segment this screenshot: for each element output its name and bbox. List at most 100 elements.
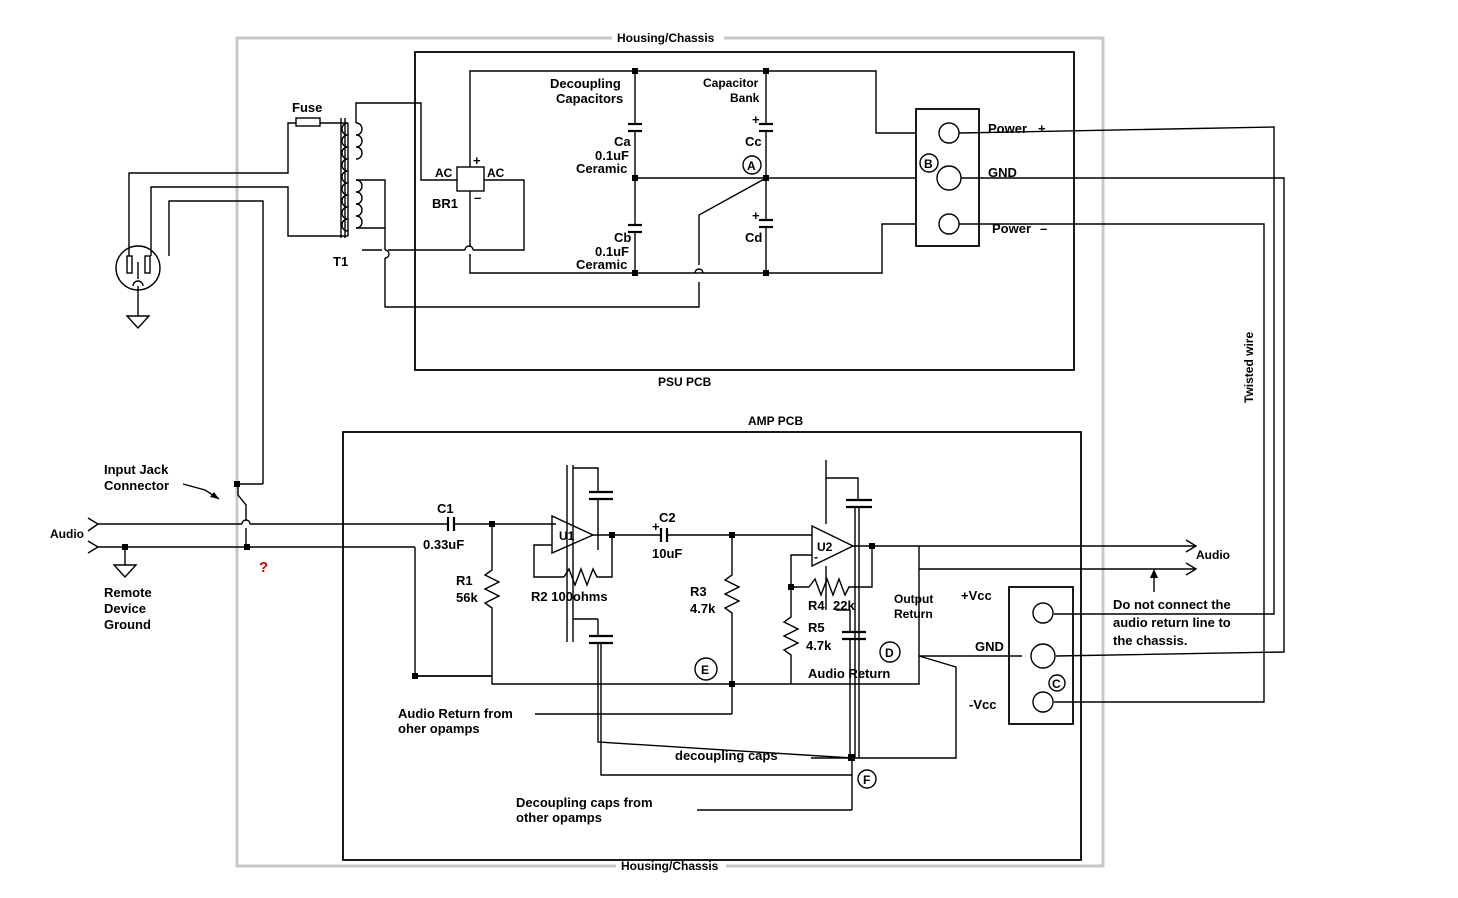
- r3-name: R3: [690, 584, 707, 599]
- ca-value: 0.1uF: [595, 148, 629, 163]
- twisted-wires: Twisted wire: [958, 126, 1285, 703]
- audio-return-other-1: Audio Return from: [398, 706, 513, 721]
- input-jack-connector: Input Jack Connector Audio Remote Device…: [50, 462, 448, 632]
- cb-type: Ceramic: [576, 257, 627, 272]
- remote-ground-label-1: Remote: [104, 585, 152, 600]
- c2-name: C2: [659, 510, 676, 525]
- audio-output: Audio Do not connect the audio return li…: [919, 539, 1231, 648]
- node-d-label: D: [885, 646, 894, 660]
- transformer-label: T1: [333, 254, 348, 269]
- audio-return-bus: D F Audio Return Output Return Audio Ret…: [398, 546, 1022, 825]
- u2-minus: -: [814, 550, 818, 564]
- psu-pcb-label: PSU PCB: [658, 375, 712, 389]
- terminal-amp-gnd: [1030, 643, 1056, 669]
- output-return-label-2: Return: [894, 607, 933, 621]
- r5-label: R5: [808, 620, 825, 635]
- opamp-u1: U1 R2 100ohms: [531, 465, 853, 776]
- r1-value: 56k: [456, 590, 478, 605]
- fuse: Fuse: [292, 100, 348, 127]
- node-b-label: B: [924, 157, 933, 171]
- terminal-vcc-minus: [1032, 691, 1054, 713]
- node-f-label: F: [863, 773, 870, 787]
- r4-value: 22k: [833, 598, 855, 613]
- power-plus-label: Power: [988, 121, 1027, 136]
- bank-title-1: Capacitor: [703, 76, 759, 90]
- amp-terminal-block: C +Vcc GND -Vcc: [961, 586, 1074, 725]
- terminal-vcc-plus: [1032, 602, 1054, 624]
- r4-label: R4: [808, 598, 825, 613]
- br1-label: BR1: [432, 196, 458, 211]
- remote-ground-icon: [112, 564, 138, 579]
- opamp-u2: U2 - R4 22k R5 4.7k: [782, 460, 1196, 758]
- br1-minus: –: [474, 190, 481, 205]
- ca-type: Ceramic: [576, 161, 627, 176]
- terminal-power-plus: [938, 122, 960, 144]
- audio-return-label: Audio Return: [808, 666, 890, 681]
- decoupling-title-1: Decoupling: [550, 76, 621, 91]
- cd-name: Cd: [745, 230, 762, 245]
- amp-pcb-label: AMP PCB: [748, 414, 803, 428]
- input-stage: C1 0.33uF R1 56k: [412, 501, 556, 679]
- node-c-label: C: [1052, 677, 1061, 691]
- c1-name: C1: [437, 501, 454, 516]
- terminal-gnd: [936, 165, 962, 191]
- power-minus-label: Power: [992, 221, 1031, 236]
- r3-value: 4.7k: [690, 601, 716, 616]
- cb-name: Cb: [614, 230, 631, 245]
- earth-ground-icon: [125, 315, 151, 330]
- bridge-rectifier-br1: AC AC + – BR1: [432, 70, 916, 274]
- terminal-power-minus: [938, 213, 960, 235]
- interstage: + C2 10uF R3 4.7k E: [652, 510, 812, 684]
- chassis-outline: Housing/Chassis Housing/Chassis: [235, 31, 1105, 873]
- input-jack-label-2: Connector: [104, 478, 169, 493]
- c1-value: 0.33uF: [423, 537, 464, 552]
- fuse-label: Fuse: [292, 100, 322, 115]
- br1-ac-right: AC: [487, 166, 505, 180]
- twisted-wire-label: Twisted wire: [1242, 332, 1256, 403]
- decoupling-title-2: Capacitors: [556, 91, 623, 106]
- audio-in-label: Audio: [50, 527, 84, 541]
- output-return-label-1: Output: [894, 592, 933, 606]
- psu-pcb: PSU PCB: [414, 51, 1075, 389]
- node-a-label: A: [747, 159, 756, 173]
- node-e-label: E: [701, 663, 709, 677]
- decoupling-other-2: other opamps: [516, 810, 602, 825]
- bank-title-2: Bank: [730, 91, 760, 105]
- amp-pcb: AMP PCB: [342, 414, 1082, 861]
- remote-ground-label-2: Device: [104, 601, 146, 616]
- decoupling-caps-label: decoupling caps: [675, 748, 778, 763]
- power-plus-sign: +: [1038, 121, 1046, 136]
- question-mark: ?: [259, 559, 268, 576]
- ca-name: Ca: [614, 134, 631, 149]
- c2-plus: +: [652, 519, 660, 534]
- br1-ac-left: AC: [435, 166, 453, 180]
- gnd-label: GND: [988, 165, 1017, 180]
- r5-value: 4.7k: [806, 638, 832, 653]
- cb-value: 0.1uF: [595, 244, 629, 259]
- chassis-label-bottom: Housing/Chassis: [621, 859, 719, 873]
- cc-name: Cc: [745, 134, 762, 149]
- u2-label: U2: [817, 540, 833, 554]
- r2-label: R2 100ohms: [531, 589, 608, 604]
- decoupling-other-1: Decoupling caps from: [516, 795, 653, 810]
- r1-name: R1: [456, 573, 473, 588]
- cd-plus: +: [752, 208, 760, 223]
- decoupling-capacitors: Decoupling Capacitors Ca 0.1uF Ceramic C…: [550, 71, 642, 273]
- mains-outlet: [115, 122, 348, 484]
- transformer-t1: T1: [333, 102, 700, 308]
- note-line-3: the chassis.: [1113, 633, 1187, 648]
- chassis-label-top: Housing/Chassis: [617, 31, 715, 45]
- power-minus-sign: –: [1040, 221, 1047, 236]
- cc-plus: +: [752, 112, 760, 127]
- input-jack-label-1: Input Jack: [104, 462, 169, 477]
- amp-gnd-label: GND: [975, 639, 1004, 654]
- vcc-plus-label: +Vcc: [961, 588, 992, 603]
- audio-return-other-2: oher opamps: [398, 721, 480, 736]
- audio-out-label: Audio: [1196, 548, 1230, 562]
- note-line-2: audio return line to: [1113, 615, 1231, 630]
- capacitor-bank: Capacitor Bank + + Cc Cd A: [635, 71, 916, 273]
- c2-value: 10uF: [652, 546, 682, 561]
- br1-plus: +: [473, 153, 481, 168]
- note-line-1: Do not connect the: [1113, 597, 1231, 612]
